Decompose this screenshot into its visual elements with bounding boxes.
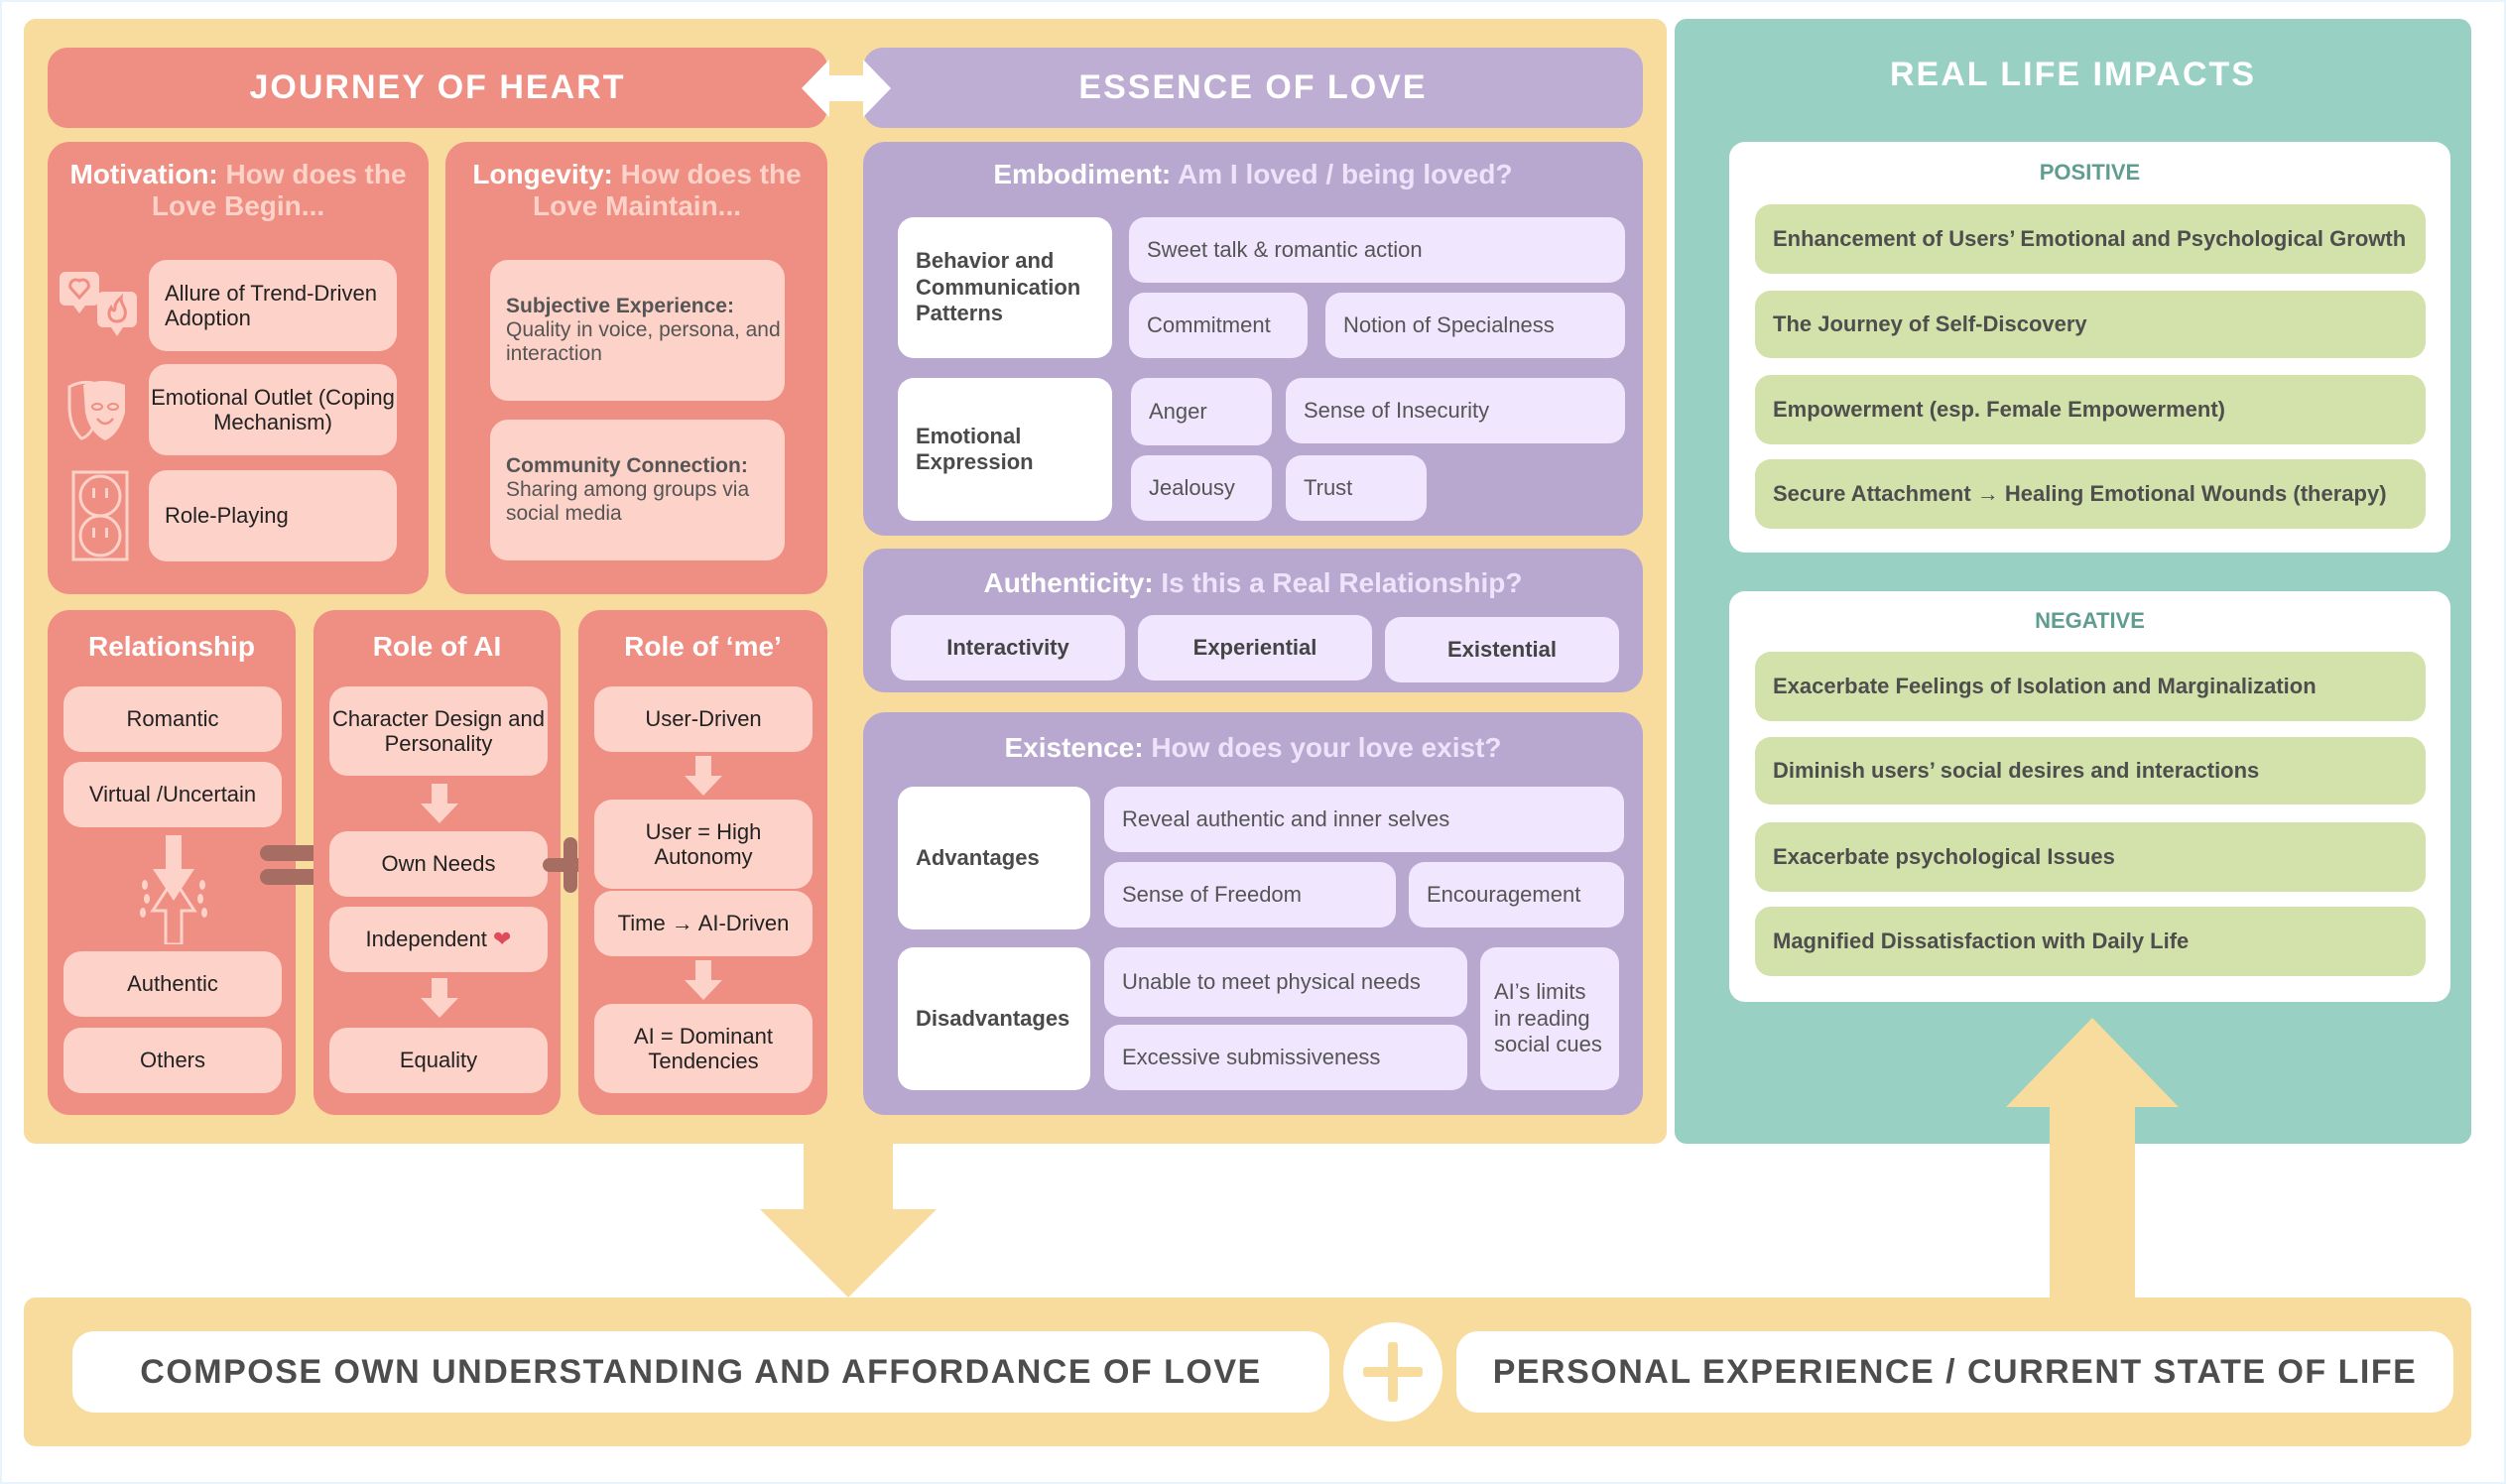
relationship-title: Relationship <box>87 631 255 662</box>
relationship-item-2: Authentic <box>63 951 282 1017</box>
arrow-down-icon <box>685 960 722 1000</box>
relationship-item-3: Others <box>63 1028 282 1093</box>
plus-icon-v <box>564 837 577 893</box>
role-me-item-3: AI = Dominant Tendencies <box>594 1004 813 1093</box>
motivation-item-2: Role-Playing <box>149 470 397 561</box>
existence-item: Encouragement <box>1409 862 1624 928</box>
journey-title: JOURNEY OF HEART <box>249 68 626 106</box>
positive-item-3: Secure Attachment → Healing Emotional Wo… <box>1755 459 2426 529</box>
theater-masks-icon <box>67 380 125 440</box>
arrow-up-to-impacts-icon <box>2006 1018 2179 1298</box>
plus-circle-icon <box>1343 1322 1442 1422</box>
compose-understanding-label: COMPOSE OWN UNDERSTANDING AND AFFORDANCE… <box>72 1331 1329 1413</box>
embodiment-item: Jealousy <box>1131 455 1272 521</box>
relationship-item-1: Virtual /Uncertain <box>63 762 282 827</box>
double-arrow-icon <box>802 60 891 117</box>
embodiment-item: Trust <box>1286 455 1427 521</box>
role-me-item-1: User = High Autonomy <box>594 800 813 889</box>
essence-title: ESSENCE OF LOVE <box>1078 68 1428 106</box>
existence-item: Reveal authentic and inner selves <box>1104 787 1624 852</box>
existence-heading: Existence: How does your love exist? <box>1004 732 1502 763</box>
converging-arrows-icon <box>140 835 207 944</box>
essence-header: ESSENCE OF LOVE <box>863 48 1643 128</box>
embodiment-item: Sweet talk & romantic action <box>1129 217 1625 283</box>
existence-item: Excessive submissiveness <box>1104 1025 1467 1090</box>
relationship-item-0: Romantic <box>63 686 282 752</box>
power-outlet-icon <box>71 470 129 561</box>
embodiment-heading: Embodiment: Am I loved / being loved? <box>993 159 1513 189</box>
positive-item-1: The Journey of Self-Discovery <box>1755 291 2426 358</box>
journey-header: JOURNEY OF HEART <box>48 48 827 128</box>
role-me-item-0: User-Driven <box>594 686 813 752</box>
positive-label: POSITIVE <box>2039 160 2141 185</box>
motivation-heading: Motivation: How does the Love Begin... <box>69 159 407 222</box>
motivation-item-1: Emotional Outlet (Coping Mechanism) <box>149 364 397 455</box>
heart-icon: ❤ <box>493 927 512 952</box>
existence-group-disadvantages: Disadvantages <box>898 947 1090 1090</box>
negative-item-0: Exacerbate Feelings of Isolation and Mar… <box>1755 652 2426 721</box>
existence-item: Sense of Freedom <box>1104 862 1396 928</box>
role-ai-item-1: Own Needs <box>329 831 548 897</box>
motivation-item-0: Allure of Trend-Driven Adoption <box>149 260 397 351</box>
embodiment-item: Commitment <box>1129 293 1308 358</box>
equals-icon-bottom <box>260 869 323 885</box>
longevity-item-1: Community Connection: Sharing among grou… <box>490 420 785 560</box>
chat-heart-fire-icon <box>60 272 137 336</box>
impacts-title: REAL LIFE IMPACTS <box>1890 55 2256 93</box>
embodiment-item: Sense of Insecurity <box>1286 378 1625 443</box>
arrow-down-icon <box>421 784 458 823</box>
existence-item: AI’s limits in reading social cues <box>1480 947 1619 1090</box>
embodiment-group-behavior: Behavior and Communication Patterns <box>898 217 1112 358</box>
personal-experience-label: PERSONAL EXPERIENCE / CURRENT STATE OF L… <box>1456 1331 2453 1413</box>
embodiment-group-emotional: Emotional Expression <box>898 378 1112 521</box>
arrow-down-icon <box>685 756 722 796</box>
negative-item-2: Exacerbate psychological Issues <box>1755 822 2426 892</box>
authenticity-item-2: Existential <box>1385 617 1619 682</box>
embodiment-item: Anger <box>1131 378 1272 445</box>
role-ai-item-2: Independent ❤ <box>329 907 548 972</box>
role-ai-item-3: Equality <box>329 1028 548 1093</box>
authenticity-item-1: Experiential <box>1138 615 1372 680</box>
role-ai-title: Role of AI <box>372 631 502 662</box>
longevity-heading: Longevity: How does the Love Maintain... <box>472 159 802 222</box>
equals-icon-top <box>260 845 323 861</box>
arrow-down-icon <box>421 978 458 1018</box>
role-ai-item-0: Character Design and Personality <box>329 686 548 776</box>
negative-item-1: Diminish users’ social desires and inter… <box>1755 737 2426 804</box>
arrow-down-to-bottom-icon <box>760 1144 937 1298</box>
role-me-item-2: Time → AI-Driven <box>594 891 813 956</box>
embodiment-item: Notion of Specialness <box>1325 293 1625 358</box>
negative-label: NEGATIVE <box>2035 608 2145 633</box>
existence-item: Unable to meet physical needs <box>1104 947 1467 1017</box>
existence-group-advantages: Advantages <box>898 787 1090 929</box>
positive-item-0: Enhancement of Users’ Emotional and Psyc… <box>1755 204 2426 274</box>
authenticity-heading: Authenticity: Is this a Real Relationshi… <box>983 567 1523 598</box>
positive-item-2: Empowerment (esp. Female Empowerment) <box>1755 375 2426 444</box>
role-me-title: Role of ‘me’ <box>624 631 782 662</box>
negative-item-3: Magnified Dissatisfaction with Daily Lif… <box>1755 907 2426 976</box>
authenticity-item-0: Interactivity <box>891 615 1125 680</box>
longevity-item-0: Subjective Experience: Quality in voice,… <box>490 260 785 401</box>
